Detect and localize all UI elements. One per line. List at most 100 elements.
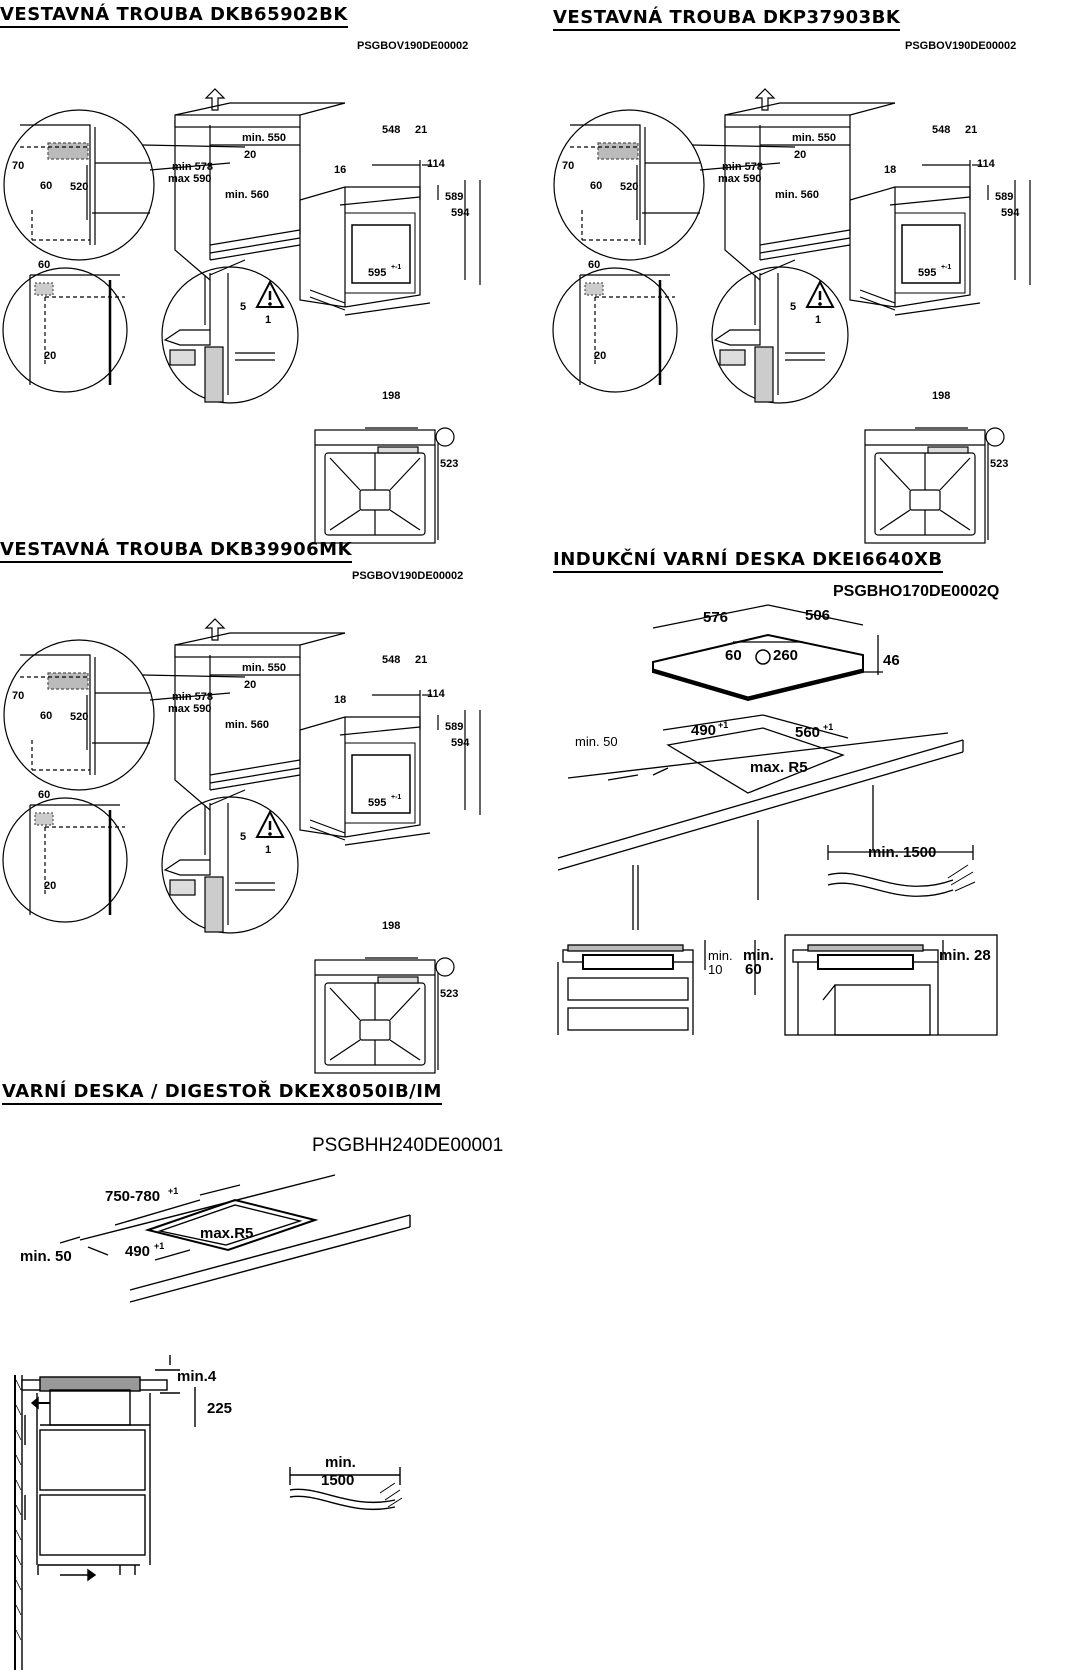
dim-490: 490 <box>691 722 716 739</box>
oven-installation-drawing: 70 60 520 min. 550 20 min 578 max 590 mi… <box>2 618 481 1074</box>
dim-548: 548 <box>382 124 400 136</box>
dim-min-60-value: 60 <box>745 961 762 978</box>
dim-70: 70 <box>12 160 24 172</box>
dim-max-r5: max.R5 <box>200 1225 253 1242</box>
dim-114: 114 <box>977 158 996 170</box>
dim-max-590: max 590 <box>168 173 211 185</box>
dim-595: 595 <box>368 267 386 279</box>
dim-60: 60 <box>725 647 742 664</box>
dim-589: 589 <box>445 191 463 203</box>
dim-20-side: 20 <box>44 350 56 362</box>
dim-114: 114 <box>427 688 446 700</box>
dim-520: 520 <box>620 181 638 193</box>
dim-depth-top: 16 <box>334 164 346 176</box>
dim-523: 523 <box>440 988 458 1000</box>
dim-5: 5 <box>240 301 246 313</box>
dim-595: 595 <box>368 797 386 809</box>
dim-min-60-label: min. <box>743 947 774 964</box>
hob-hood-title: VARNÍ DESKA / DIGESTOŘ DKEX8050IB/IM <box>2 1082 442 1105</box>
oven-installation-drawing: 70 60 520 min. 550 20 min 578 max 590 mi… <box>2 88 481 544</box>
dim-548: 548 <box>932 124 950 136</box>
dim-1: 1 <box>265 844 271 856</box>
dim-min-550: min. 550 <box>792 132 836 144</box>
dim-594: 594 <box>451 207 470 219</box>
dim-70: 70 <box>562 160 574 172</box>
dim-1: 1 <box>815 314 821 326</box>
dim-560: 560 <box>795 724 820 741</box>
hob-hood-code: PSGBHH240DE00001 <box>312 1135 504 1156</box>
dim-60: 60 <box>590 180 602 192</box>
dim-min-550: min. 550 <box>242 662 286 674</box>
dim-min-560: min. 560 <box>775 189 819 201</box>
dim-198: 198 <box>932 390 950 402</box>
dim-min-50: min. 50 <box>575 734 618 749</box>
dim-490: 490 <box>125 1243 150 1260</box>
dim-490-tolerance: +1 <box>718 720 728 730</box>
dim-min-4: min.4 <box>177 1368 217 1385</box>
dim-60: 60 <box>40 180 52 192</box>
dim-max-590: max 590 <box>168 703 211 715</box>
dim-depth-top: 18 <box>884 164 896 176</box>
dim-198: 198 <box>382 390 400 402</box>
dim-min-550: min. 550 <box>242 132 286 144</box>
dim-114: 114 <box>427 158 446 170</box>
dim-750-780: 750-780 <box>105 1188 160 1205</box>
dim-5: 5 <box>240 831 246 843</box>
document-code: PSGBOV190DE00002 <box>905 40 1017 52</box>
induction-hob-drawing: 576 506 60 260 46 min. 50 490 +1 560 +1 … <box>557 604 998 1036</box>
dim-560-tolerance: +1 <box>823 722 833 732</box>
dim-548: 548 <box>382 654 400 666</box>
dim-260: 260 <box>773 647 798 664</box>
dim-21: 21 <box>965 124 977 136</box>
dim-1: 1 <box>265 314 271 326</box>
dim-5: 5 <box>790 301 796 313</box>
dim-max-590: max 590 <box>718 173 761 185</box>
hob-hood-drawing: 750-780 +1 max.R5 min. 50 490 +1 min.4 2… <box>14 1174 411 1670</box>
section-title: VESTAVNÁ TROUBA DKB65902BK <box>0 5 348 28</box>
dim-60-side: 60 <box>38 259 50 271</box>
dim-506: 506 <box>805 607 830 624</box>
dim-min-1500-value: 1500 <box>321 1472 354 1489</box>
dim-595-tolerance: +-1 <box>391 794 401 801</box>
document-code: PSGBOV190DE00002 <box>352 570 464 582</box>
dim-70: 70 <box>12 690 24 702</box>
dim-490-tolerance: +1 <box>154 1241 164 1251</box>
dim-20-side: 20 <box>44 880 56 892</box>
dim-min-578: min 578 <box>172 161 213 173</box>
power-connection-icon <box>755 649 771 665</box>
dim-20-side: 20 <box>594 350 606 362</box>
dim-21: 21 <box>415 124 427 136</box>
dim-60: 60 <box>40 710 52 722</box>
dim-20: 20 <box>244 149 256 161</box>
document-code: PSGBOV190DE00002 <box>357 40 469 52</box>
dim-594: 594 <box>451 737 470 749</box>
dim-225: 225 <box>207 1400 232 1417</box>
dim-594: 594 <box>1001 207 1020 219</box>
dim-520: 520 <box>70 181 88 193</box>
dim-520: 520 <box>70 711 88 723</box>
dim-21: 21 <box>415 654 427 666</box>
dim-min-28: min. 28 <box>939 947 991 964</box>
dim-595-tolerance: +-1 <box>941 264 951 271</box>
dim-576: 576 <box>703 609 728 626</box>
dim-589: 589 <box>445 721 463 733</box>
dim-60-side: 60 <box>38 789 50 801</box>
dim-min-560: min. 560 <box>225 719 269 731</box>
section-title: VESTAVNÁ TROUBA DKB39906MK <box>0 540 353 563</box>
dim-min-560: min. 560 <box>225 189 269 201</box>
dim-depth-top: 18 <box>334 694 346 706</box>
dim-max-r5: max. R5 <box>750 759 808 776</box>
dim-20: 20 <box>244 679 256 691</box>
dim-589: 589 <box>995 191 1013 203</box>
oven-installation-drawing: 70 60 520 min. 550 20 min 578 max 590 mi… <box>552 88 1031 544</box>
dim-min-578: min 578 <box>722 161 763 173</box>
dim-20: 20 <box>794 149 806 161</box>
dim-750-780-tolerance: +1 <box>168 1186 178 1196</box>
dim-595: 595 <box>918 267 936 279</box>
dim-min-1500: min. 1500 <box>868 844 936 861</box>
dim-595-tolerance: +-1 <box>391 264 401 271</box>
dim-523: 523 <box>990 458 1008 470</box>
dim-min-578: min 578 <box>172 691 213 703</box>
dim-523: 523 <box>440 458 458 470</box>
section-title: VESTAVNÁ TROUBA DKP37903BK <box>553 8 901 31</box>
